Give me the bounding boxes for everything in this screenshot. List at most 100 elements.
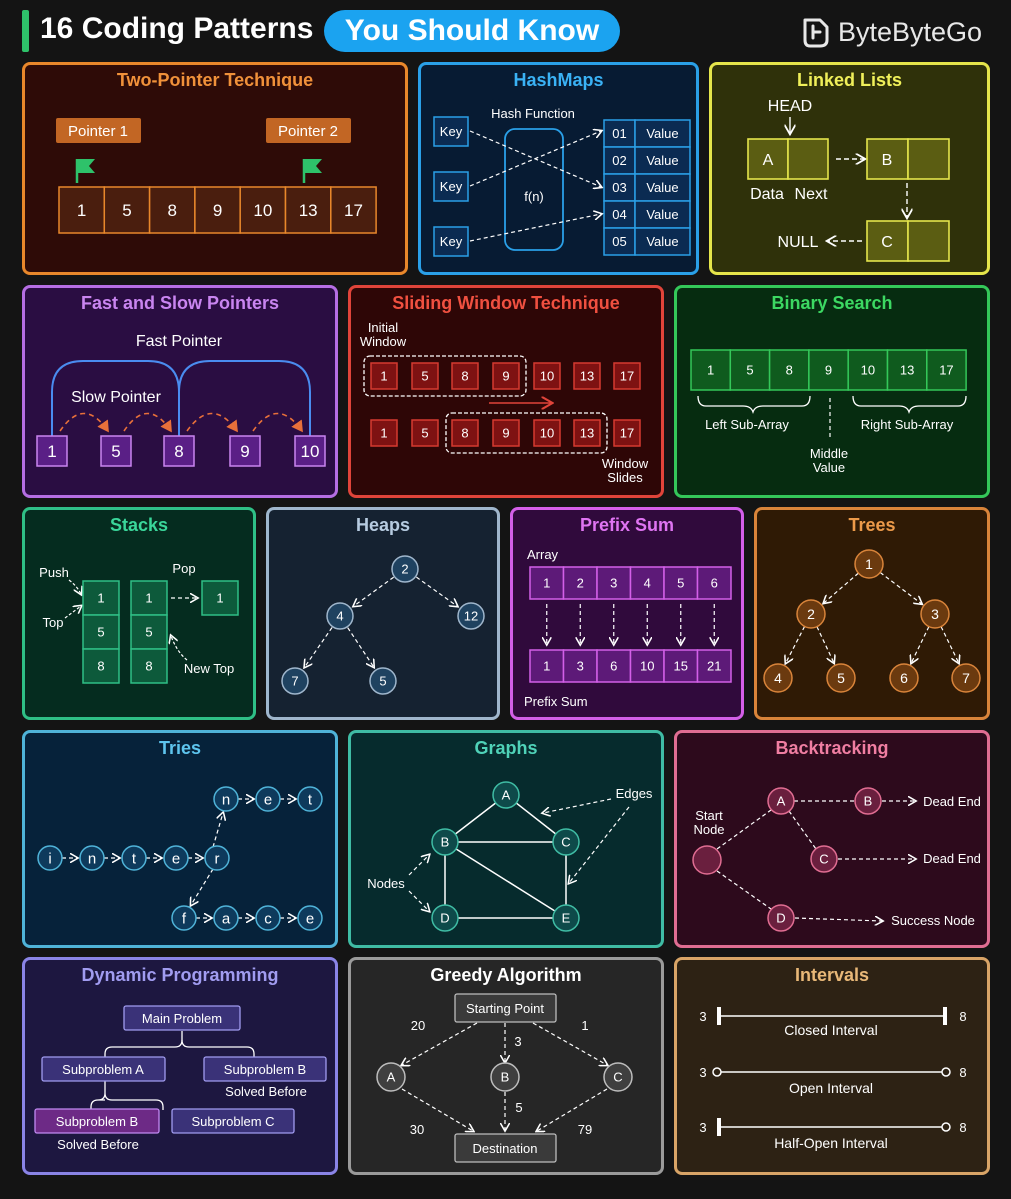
bucket-index: 03: [612, 180, 626, 195]
stack-cell: 8: [82, 648, 120, 684]
svg-text:9: 9: [240, 442, 249, 461]
trie-node: n: [213, 786, 239, 812]
tree-node: 4: [763, 663, 793, 693]
svg-text:B: B: [882, 152, 893, 169]
bucket-value: Value: [646, 234, 678, 249]
right-sub-array-label: Right Sub-Array: [861, 417, 954, 432]
fast-pointer-arc: [178, 360, 311, 436]
solved-before-label: Solved Before: [225, 1084, 307, 1099]
svg-text:1: 1: [97, 591, 104, 606]
linked-node-b: B: [866, 138, 950, 180]
panel-title: Two-Pointer Technique: [116, 70, 314, 90]
svg-text:C: C: [881, 234, 893, 251]
trie-node: a: [213, 905, 239, 931]
svg-text:8: 8: [786, 363, 793, 378]
graph-node: D: [431, 904, 459, 932]
hash-arrow: [469, 131, 601, 187]
trie-node: n: [79, 845, 105, 871]
svg-text:10: 10: [640, 659, 654, 674]
backtrack-edge: [716, 870, 772, 910]
fast-pointer-label: Fast Pointer: [136, 333, 223, 350]
svg-text:1: 1: [865, 556, 873, 572]
panel-title: Tries: [158, 738, 202, 758]
graph-edge: [444, 841, 567, 919]
tree-edge: [816, 626, 834, 663]
svg-text:7: 7: [962, 670, 970, 686]
heap-edge: [354, 576, 395, 606]
prefix-sum-cell: 15: [663, 649, 699, 683]
tree-node: 2: [796, 599, 826, 629]
linked-node-c: C: [866, 220, 950, 262]
panel-title: Prefix Sum: [579, 515, 675, 535]
array-cell: 10: [533, 362, 561, 390]
heap-edge: [347, 627, 374, 667]
greedy-node: C: [603, 1062, 633, 1092]
svg-text:B: B: [441, 835, 450, 850]
svg-text:C: C: [819, 852, 828, 867]
closed-bracket: [943, 1007, 947, 1025]
svg-text:8: 8: [145, 659, 152, 674]
heap-node: 12: [457, 602, 485, 630]
new-top-arrow: [171, 636, 188, 661]
svg-text:1: 1: [543, 659, 550, 674]
svg-text:4: 4: [644, 576, 651, 591]
window-slides-label: Window: [602, 456, 649, 471]
graph-node: C: [552, 828, 580, 856]
push-arrow: [68, 579, 81, 594]
svg-text:17: 17: [620, 426, 634, 441]
tree-edge: [911, 626, 930, 663]
array-cell: 10: [533, 419, 561, 447]
svg-text:i: i: [48, 850, 51, 867]
svg-text:Subproblem B: Subproblem B: [56, 1114, 138, 1129]
starting-point-node: Starting Point: [454, 993, 557, 1023]
initial-window-label: Initial: [368, 320, 398, 335]
panel-title: Binary Search: [771, 293, 893, 313]
nodes-pointer: [408, 890, 429, 911]
svg-text:Key: Key: [440, 179, 463, 194]
nodes-label: Nodes: [367, 876, 405, 891]
start-node: [692, 845, 722, 875]
slow-pointer-arc: [123, 412, 172, 433]
array-cell: 5: [663, 566, 699, 600]
hash-function-label: Hash Function: [491, 106, 575, 121]
svg-text:Starting Point: Starting Point: [466, 1001, 544, 1016]
panel-title: Backtracking: [775, 738, 889, 758]
bucket-index: 05: [612, 234, 626, 249]
slid-window-frame: [445, 412, 608, 454]
array-cell: 1: [36, 435, 68, 467]
panel-fast-slow-pointers: Fast and Slow Pointers Fast Pointer Slow…: [22, 285, 338, 498]
panel-title: Stacks: [109, 515, 169, 535]
array-cell: 13: [886, 349, 928, 391]
svg-text:9: 9: [213, 201, 222, 220]
array-cell: 17: [613, 419, 641, 447]
svg-text:8: 8: [97, 659, 104, 674]
svg-text:10: 10: [253, 201, 272, 220]
flag-icon: [75, 159, 95, 183]
array-cell: 5: [411, 362, 439, 390]
svg-text:1: 1: [380, 426, 387, 441]
data-label: Data: [750, 186, 784, 203]
svg-text:A: A: [387, 1070, 396, 1085]
edge-weight: 79: [578, 1122, 592, 1137]
success-arrow: [794, 918, 882, 921]
graph-node: E: [552, 904, 580, 932]
stack-cell: 1: [130, 580, 168, 616]
array-label: Array: [527, 547, 559, 562]
svg-text:17: 17: [344, 201, 363, 220]
dp-connector: [104, 1031, 183, 1057]
panel-title: Graphs: [474, 738, 538, 758]
backtrack-node: A: [767, 787, 795, 815]
open-endpoint: [941, 1122, 951, 1132]
greedy-edge: [532, 1022, 607, 1065]
svg-text:17: 17: [620, 369, 634, 384]
popped-cell: 1: [201, 580, 239, 616]
array-cell: 8: [768, 349, 810, 391]
linked-node-a: A: [747, 138, 829, 180]
panel-title: Heaps: [355, 515, 411, 535]
